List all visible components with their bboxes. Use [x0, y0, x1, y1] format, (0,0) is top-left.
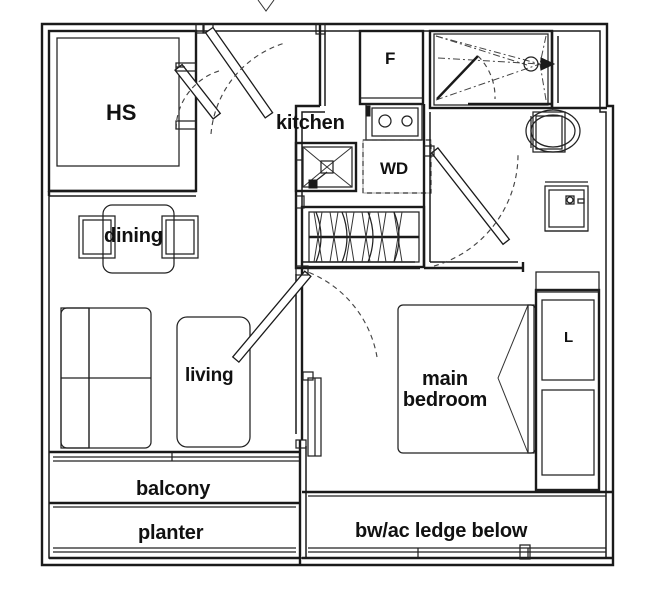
entrance-door	[202, 23, 286, 135]
household-shelter-room	[47, 29, 198, 197]
kitchen-sink	[294, 141, 358, 193]
room-label-main-bedroom: main bedroom	[390, 365, 500, 415]
washer-dryer-appliance	[362, 139, 432, 194]
room-label-dining: dining	[104, 225, 163, 247]
top-crop-mark	[257, 0, 275, 12]
balcony-area	[49, 439, 307, 565]
room-label-balcony: balcony	[136, 478, 211, 500]
main-bedroom-area	[231, 265, 613, 560]
fixture-label-wardrobe: L	[564, 329, 573, 346]
shower-stall	[428, 29, 556, 110]
toilet-wc	[525, 109, 581, 153]
fixture-label-fridge: F	[385, 49, 396, 68]
coffee-table	[176, 316, 251, 448]
bathroom-basin	[544, 181, 589, 232]
bathroom-door	[423, 145, 519, 267]
room-label-planter: planter	[138, 522, 204, 544]
living-dining-area	[60, 204, 251, 449]
bedroom-window	[302, 371, 322, 457]
bedroom-door	[231, 265, 378, 364]
wall-stubs	[47, 23, 326, 209]
room-label-kitchen: kitchen	[276, 112, 345, 134]
bathroom-area	[423, 29, 607, 272]
main-bedroom-line2: bedroom	[402, 389, 488, 411]
dining-set	[78, 204, 199, 274]
kitchen-counter-hatched	[300, 205, 426, 269]
kitchen-area	[294, 24, 432, 270]
fixture-label-washer-dryer: WD	[380, 159, 408, 178]
room-label-hs: HS	[106, 100, 137, 125]
main-bedroom-line1: main	[422, 368, 468, 390]
room-label-living: living	[185, 365, 234, 386]
sofa	[60, 307, 152, 449]
household-shelter-door	[174, 62, 223, 130]
kitchen-hob	[365, 103, 423, 141]
room-label-bw-ac-ledge: bw/ac ledge below	[355, 520, 528, 542]
wardrobe	[534, 288, 601, 492]
